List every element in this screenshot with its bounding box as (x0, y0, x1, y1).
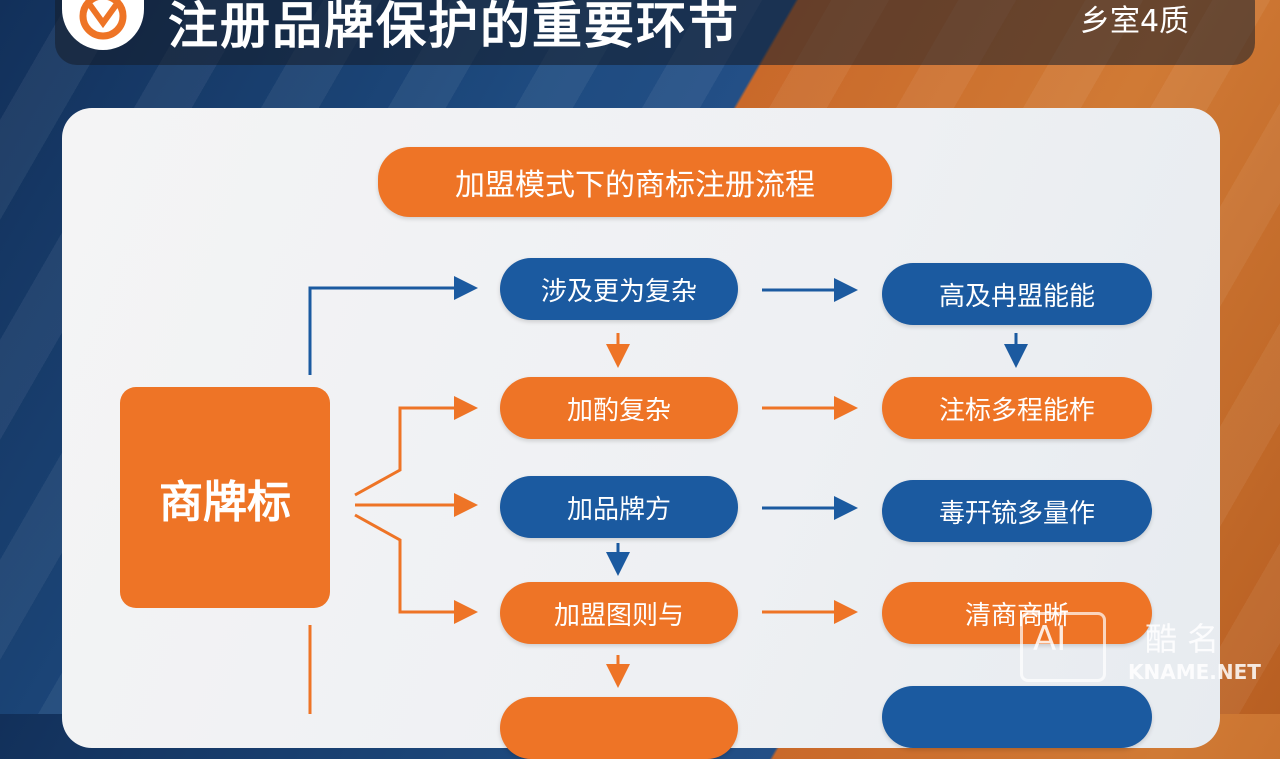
diagram-heading: 加盟模式下的商标注册流程 (378, 147, 892, 217)
flow-node: 加品牌方 (500, 476, 738, 538)
header-right-text: 乡室4质 (1080, 4, 1190, 39)
flow-node: 加酌复杂 (500, 377, 738, 439)
flow-node: 注标多程能柞 (882, 377, 1152, 439)
header-bar (55, 0, 1255, 65)
watermark-badge: AI (1020, 612, 1106, 682)
main-node: 商牌标 (120, 387, 330, 608)
watermark-site: KNAME.NET (1128, 660, 1261, 684)
flow-node (500, 697, 738, 759)
watermark-brand: 酷 名 (1145, 620, 1220, 658)
flow-node: 清商商晰 (882, 582, 1152, 644)
flow-node: 涉及更为复杂 (500, 258, 738, 320)
flow-node (882, 686, 1152, 748)
flow-node: 毒幵锍多量作 (882, 480, 1152, 542)
connector-lines (308, 276, 1028, 714)
flow-node: 高及冉盟能能 (882, 263, 1152, 325)
flow-node: 加盟图则与 (500, 582, 738, 644)
page-title: 注册品牌保护的重要环节 (168, 0, 740, 55)
